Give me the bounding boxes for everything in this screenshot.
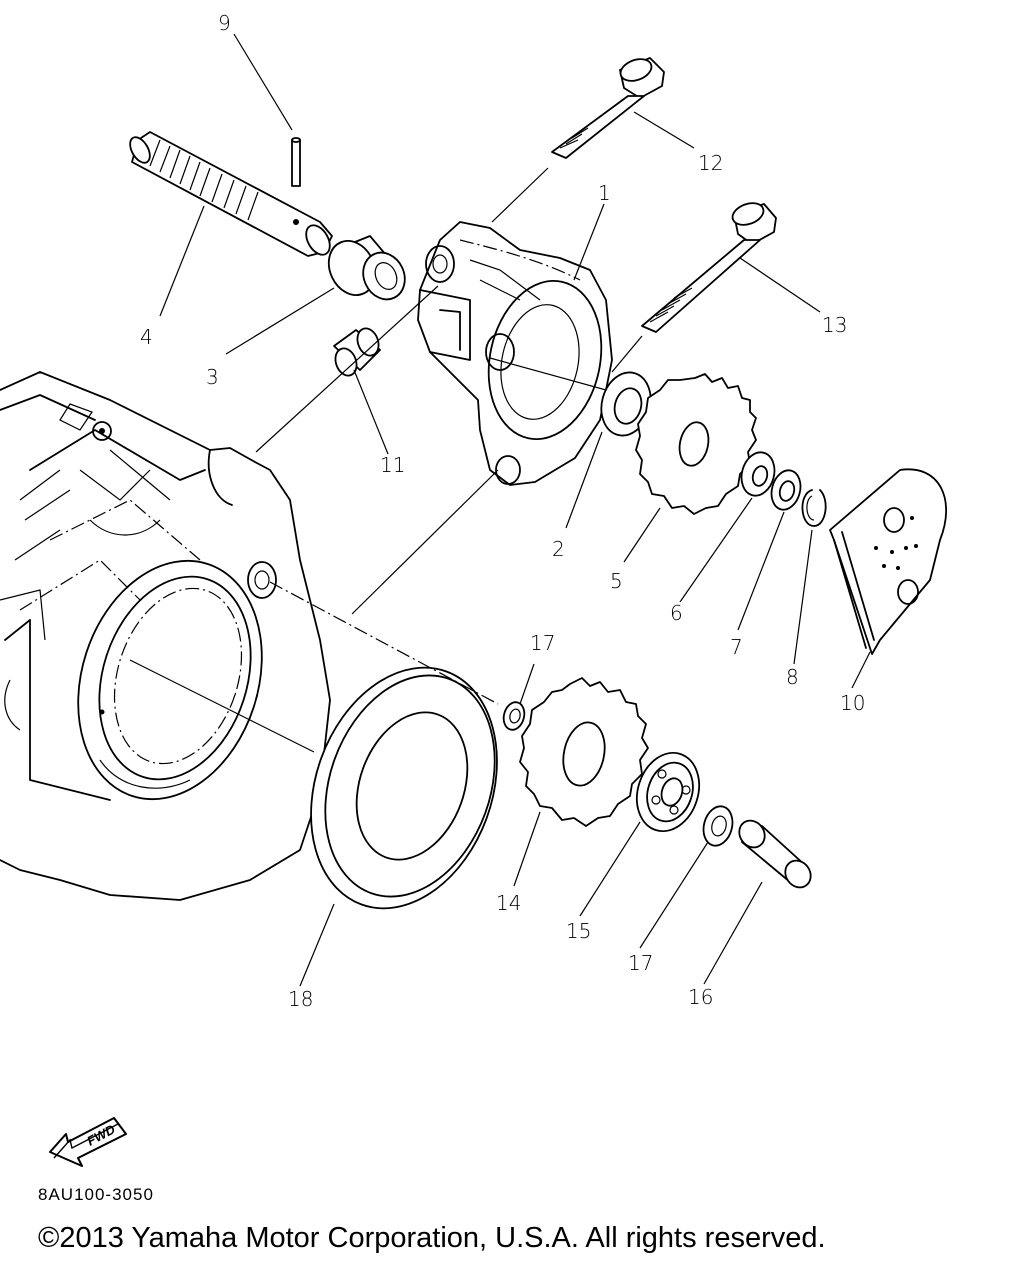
callout-labels: 9 12 1 13 4 3 11 2 5 6 7 8 10 17 14 15 1…: [140, 11, 865, 1011]
part-17-washer-upper: [502, 701, 526, 731]
callout-4: 4: [140, 325, 153, 349]
leader-lines: [159, 33, 871, 987]
callout-1: 1: [598, 181, 611, 205]
part-7-washer: [770, 469, 802, 511]
fwd-arrow-icon: FWD: [49, 1117, 127, 1167]
callout-2: 2: [552, 537, 565, 561]
assembly-lines: [129, 167, 643, 753]
part-2-oil-seal: [600, 371, 652, 437]
callout-15: 15: [566, 919, 591, 943]
part-5-gear: [635, 373, 757, 515]
callout-5: 5: [610, 569, 623, 593]
part-17-washer-lower: [702, 805, 734, 847]
diagram-part-code: 8AU100-3050: [38, 1185, 154, 1204]
part-10-gasket: [829, 468, 948, 655]
callout-14: 14: [496, 891, 521, 915]
exploded-parts-diagram: 9 12 1 13 4 3 11 2 5 6 7 8 10 17 14 15 1…: [0, 11, 948, 1011]
part-15-bearing: [636, 751, 700, 833]
part-6-nut: [740, 451, 776, 497]
part-16-pin: [738, 819, 812, 889]
part-9-pin: [291, 137, 301, 187]
callout-3: 3: [206, 365, 219, 389]
callout-6: 6: [670, 601, 683, 625]
callout-13: 13: [822, 313, 847, 337]
part-1-pump-housing: [417, 221, 613, 486]
part-13-bolt: [641, 202, 777, 333]
part-3-bushing: [327, 235, 406, 301]
callout-7: 7: [730, 635, 743, 659]
callout-12: 12: [698, 151, 723, 175]
copyright-notice: ©2013 Yamaha Motor Corporation, U.S.A. A…: [38, 1222, 826, 1254]
callout-10: 10: [840, 691, 865, 715]
crankcase: [0, 371, 331, 901]
callout-17-lower: 17: [628, 951, 653, 975]
part-12-bolt: [551, 57, 665, 159]
part-18-large-seal: [310, 666, 498, 910]
part-11-dowel: [333, 327, 381, 377]
part-14-gear: [519, 677, 649, 827]
callout-11: 11: [380, 453, 405, 477]
part-8-circlip: [801, 489, 827, 527]
callout-16: 16: [688, 985, 713, 1009]
callout-8: 8: [786, 665, 799, 689]
callout-9: 9: [218, 11, 231, 35]
part-4-worm-shaft: [129, 131, 333, 257]
callout-17-upper: 17: [530, 631, 555, 655]
callout-18: 18: [288, 987, 313, 1011]
